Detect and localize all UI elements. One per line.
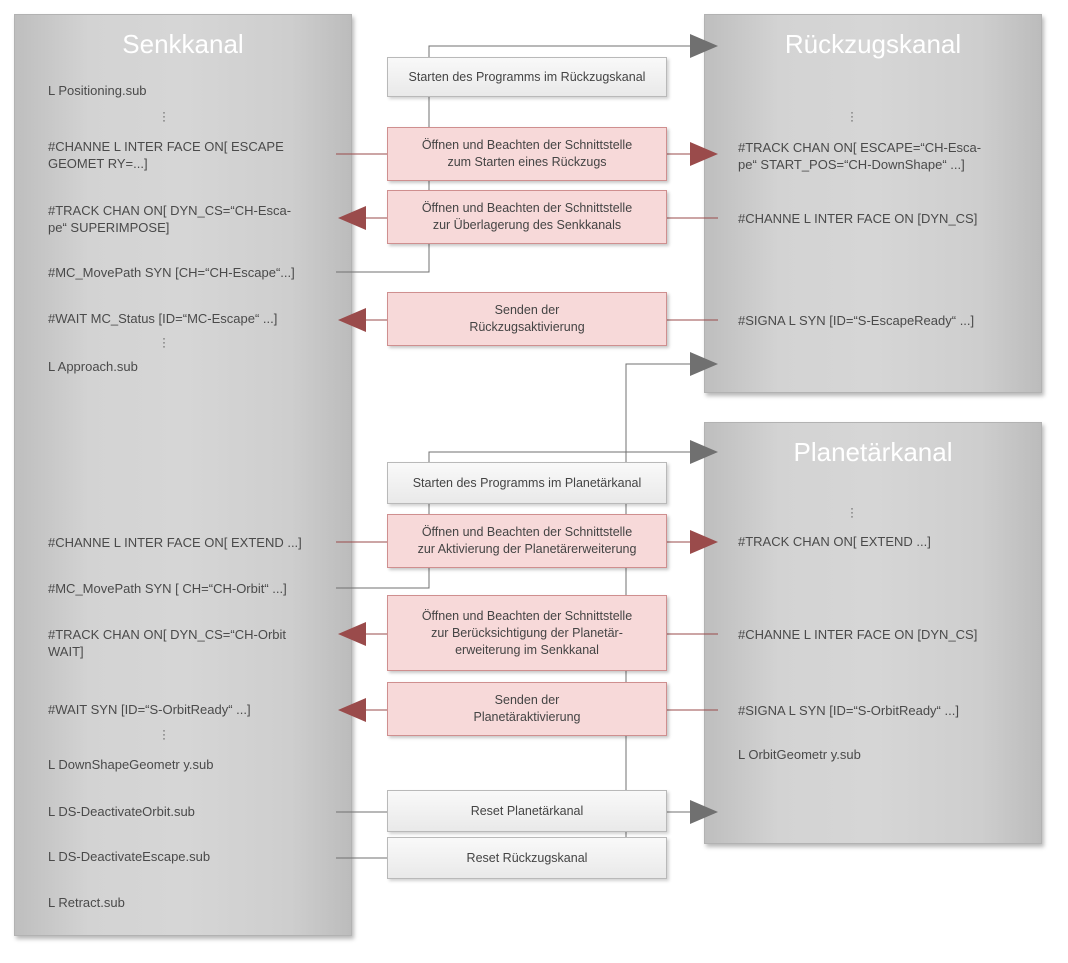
senk-line-track-orbit-2: WAIT]	[48, 644, 84, 659]
senk-line-track-superimpose-2: pe“ SUPERIMPOSE]	[48, 220, 170, 235]
senk-line-positioning: L Positioning.sub	[48, 83, 147, 98]
senk-line-wait-orbit: #WAIT SYN [ID=“S-OrbitReady“ ...]	[48, 702, 251, 717]
senk-line-channel-escape-2: GEOMET RY=...]	[48, 156, 148, 171]
arrow-right-extend	[690, 530, 718, 554]
box-send-escape-line1: Senden der	[494, 303, 560, 317]
box-reset-rueckzug-label: Reset Rückzugskanal	[466, 850, 588, 865]
senk-line-track-orbit-1: #TRACK CHAN ON[ DYN_CS=“CH-Orbit	[48, 627, 287, 642]
box-orbit-interface-line3: erweiterung im Senkkanal	[455, 642, 599, 657]
box-orbit-interface: Öffnen und Beachten der Schnittstelle zur…	[387, 595, 667, 671]
box-start-planet: Starten des Programms im Planetärkanal	[387, 462, 667, 504]
senk-line-movepath-orbit: #MC_MovePath SYN [ CH=“CH-Orbit“ ...]	[48, 581, 287, 596]
rueckzugskanal-panel: Rückzugskanal	[704, 14, 1042, 393]
box-extend-interface-line2: zur Aktivierung der Planetärerweiterung	[417, 542, 637, 556]
rueck-line-signal-escape: #SIGNA L SYN [ID=“S-EscapeReady“ ...]	[738, 313, 975, 328]
planetaerkanal-title: Planetärkanal	[793, 437, 953, 467]
senk-line-track-superimpose-1: #TRACK CHAN ON[ DYN_CS=“CH-Esca-	[48, 203, 292, 218]
box-send-orbit-line2: Planetäraktivierung	[473, 710, 581, 724]
arrow-right-start-orbit	[690, 440, 718, 464]
arrow-right-start-escape	[690, 34, 718, 58]
senk-line-channel-escape-1: #CHANNE L INTER FACE ON[ ESCAPE	[48, 139, 284, 154]
senk-line-channel-extend: #CHANNE L INTER FACE ON[ EXTEND ...]	[48, 535, 302, 550]
senk-line-wait-escape: #WAIT MC_Status [ID=“MC-Escape“ ...]	[48, 311, 278, 326]
senkkanal-title: Senkkanal	[122, 29, 244, 59]
vertical-ellipsis: ···	[162, 331, 166, 353]
box-escape-interface: Öffnen und Beachten der Schnittstelle zum…	[387, 127, 667, 181]
box-extend-interface-line1: Öffnen und Beachten der Schnittstelle	[421, 525, 633, 539]
box-escape-interface-line1: Öffnen und Beachten der Schnittstelle	[421, 138, 633, 152]
arrow-right-escape	[690, 142, 718, 166]
box-start-rueckzug: Starten des Programms im Rückzugskanal	[387, 57, 667, 97]
senk-line-movepath-escape: #MC_MovePath SYN [CH=“CH-Escape“...]	[48, 265, 295, 280]
rueckzugskanal-title: Rückzugskanal	[784, 29, 962, 59]
box-reset-planet: Reset Planetärkanal	[387, 790, 667, 832]
box-start-planet-label: Starten des Programms im Planetärkanal	[412, 475, 642, 490]
senk-line-approach: L Approach.sub	[48, 359, 138, 374]
planet-line-signal-orbit: #SIGNA L SYN [ID=“S-OrbitReady“ ...]	[738, 703, 959, 718]
arrow-left-superimpose	[338, 206, 366, 230]
planet-line-orbit-geometry: L OrbitGeometr y.sub	[738, 747, 861, 762]
box-superimpose-interface-line2: zur Überlagerung des Senkkanals	[432, 218, 622, 232]
box-reset-rueckzug: Reset Rückzugskanal	[387, 837, 667, 879]
senk-line-deactivate-escape: L DS-DeactivateEscape.sub	[48, 849, 211, 864]
rueck-line-track-escape-1: #TRACK CHAN ON[ ESCAPE=“CH-Esca-	[738, 140, 982, 155]
rueck-line-channel-dyncs: #CHANNE L INTER FACE ON [DYN_CS]	[738, 211, 978, 226]
box-extend-interface: Öffnen und Beachten der Schnittstelle zur…	[387, 514, 667, 568]
arrow-right-reset-orbit	[690, 800, 718, 824]
box-send-orbit-line1: Senden der	[494, 693, 560, 707]
senk-line-deactivate-orbit: L DS-DeactivateOrbit.sub	[48, 804, 195, 819]
vertical-ellipsis: ···	[850, 501, 854, 523]
vertical-ellipsis: ···	[162, 723, 166, 745]
senk-line-downshape: L DownShapeGeometr y.sub	[48, 757, 214, 772]
rueck-line-track-escape-2: pe“ START_POS=“CH-DownShape“ ...]	[738, 157, 965, 172]
planetaerkanal-panel: Planetärkanal	[704, 422, 1042, 844]
box-superimpose-interface-line1: Öffnen und Beachten der Schnittstelle	[421, 201, 633, 215]
vertical-ellipsis: ···	[850, 105, 854, 127]
box-start-rueckzug-label: Starten des Programms im Rückzugskanal	[408, 69, 646, 84]
arrow-left-orbit-ready	[338, 698, 366, 722]
arrow-right-reset-escape	[690, 352, 718, 376]
box-reset-planet-label: Reset Planetärkanal	[470, 803, 584, 818]
box-send-escape-line2: Rückzugsaktivierung	[469, 320, 585, 334]
box-orbit-interface-line1: Öffnen und Beachten der Schnittstelle	[421, 608, 633, 623]
box-superimpose-interface: Öffnen und Beachten der Schnittstelle zur…	[387, 190, 667, 244]
planet-line-track-extend: #TRACK CHAN ON[ EXTEND ...]	[738, 534, 931, 549]
arrow-left-orbit	[338, 622, 366, 646]
senk-line-retract: L Retract.sub	[48, 895, 125, 910]
arrow-left-escape-ready	[338, 308, 366, 332]
senkkanal-panel: Senkkanal	[14, 14, 352, 936]
vertical-ellipsis: ···	[162, 105, 166, 127]
box-escape-interface-line2: zum Starten eines Rückzugs	[447, 155, 607, 169]
box-orbit-interface-line2: zur Berücksichtigung der Planetär-	[431, 625, 623, 640]
planet-line-channel-dyncs: #CHANNE L INTER FACE ON [DYN_CS]	[738, 627, 978, 642]
